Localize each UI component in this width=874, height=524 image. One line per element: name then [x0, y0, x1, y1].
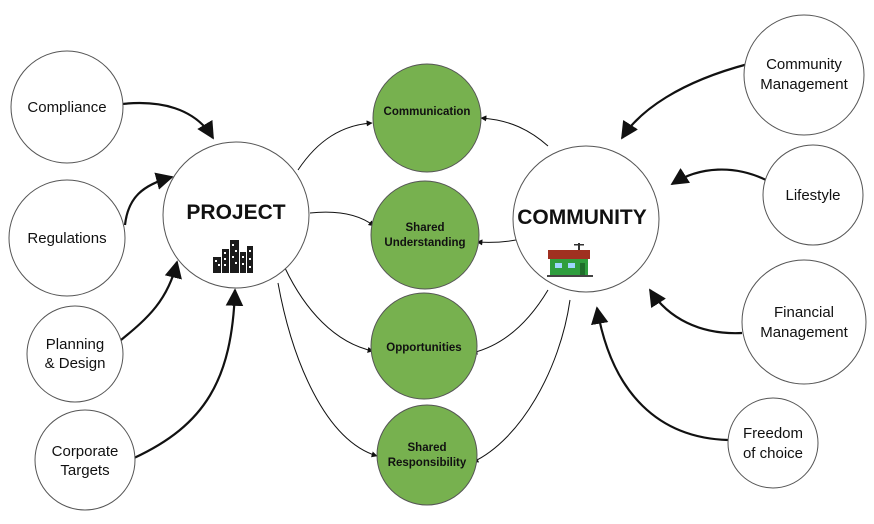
input-label-community-mgmt-line1: Community — [766, 56, 842, 73]
input-label-regulations: Regulations — [27, 230, 106, 247]
input-node-compliance: Compliance — [10, 50, 124, 164]
input-node-freedom-of-choice: Freedom of choice — [727, 397, 819, 489]
city-buildings-icon — [213, 240, 253, 273]
house-icon — [547, 243, 593, 277]
arrow-project-to-shared-understanding — [309, 211, 375, 227]
input-label-planning-line2: & Design — [45, 355, 106, 372]
outcome-label-shared-understanding-line1: Shared — [406, 222, 445, 234]
arrow-financial-to-community — [649, 288, 743, 335]
arrow-community-to-shared-understanding — [476, 239, 517, 246]
arrow-project-to-opportunities — [284, 267, 374, 353]
project-hub: PROJECT — [162, 141, 310, 289]
arrow-regulations-to-project — [123, 172, 174, 226]
outcome-label-shared-understanding-line2: Understanding — [384, 237, 465, 249]
outcome-label-shared-responsibility-line2: Responsibility — [388, 457, 467, 469]
left-input-circles: Compliance Regulations Planning & Design… — [8, 50, 136, 511]
input-label-financial-line2: Management — [760, 324, 848, 341]
arrow-project-to-communication — [297, 120, 373, 171]
outcome-label-opportunities: Opportunities — [386, 342, 461, 354]
outcome-node-communication: Communication — [372, 63, 482, 173]
input-label-freedom-line2: of choice — [743, 445, 803, 462]
input-label-corporate-line1: Corporate — [52, 443, 119, 460]
outcome-circles: Communication Shared Understanding Oppor… — [370, 63, 482, 506]
outcome-label-shared-responsibility-line1: Shared — [408, 442, 447, 454]
arrow-lifestyle-to-community — [670, 168, 767, 185]
input-node-planning-design: Planning & Design — [26, 305, 124, 403]
right-input-circles: Community Management Lifestyle Financial… — [727, 14, 867, 489]
community-hub-label: COMMUNITY — [517, 206, 647, 229]
input-node-lifestyle: Lifestyle — [762, 144, 864, 246]
input-node-community-management: Community Management — [743, 14, 865, 136]
project-hub-label: PROJECT — [186, 201, 285, 224]
community-hub: COMMUNITY — [512, 145, 660, 293]
outcome-node-opportunities: Opportunities — [370, 292, 478, 400]
outcome-connectors — [277, 115, 571, 463]
input-label-freedom-line1: Freedom — [743, 425, 803, 442]
input-node-corporate-targets: Corporate Targets — [34, 409, 136, 511]
input-connectors — [120, 62, 767, 459]
outcome-node-shared-responsibility: Shared Responsibility — [376, 404, 478, 506]
input-node-regulations: Regulations — [8, 179, 126, 297]
arrow-compliance-to-project — [121, 101, 214, 140]
arrow-planning-to-project — [120, 260, 182, 341]
input-node-financial-management: Financial Management — [741, 259, 867, 385]
input-label-planning-line1: Planning — [46, 336, 104, 353]
arrow-community-to-opportunities — [471, 289, 549, 355]
outcome-node-shared-understanding: Shared Understanding — [370, 180, 480, 290]
outcome-label-communication: Communication — [384, 106, 471, 118]
arrow-freedom-to-community — [591, 306, 729, 442]
arrow-project-to-shared-responsibility — [277, 282, 378, 458]
arrow-corporate-to-project — [133, 288, 244, 459]
input-label-community-mgmt-line2: Management — [760, 76, 848, 93]
arrow-community-mgmt-to-community — [621, 62, 749, 140]
input-label-financial-line1: Financial — [774, 304, 834, 321]
arrow-community-to-communication — [480, 115, 549, 147]
input-label-lifestyle: Lifestyle — [785, 187, 840, 204]
input-label-compliance: Compliance — [27, 99, 106, 116]
input-label-corporate-line2: Targets — [60, 462, 109, 479]
arrow-community-to-shared-responsibility — [472, 299, 571, 463]
